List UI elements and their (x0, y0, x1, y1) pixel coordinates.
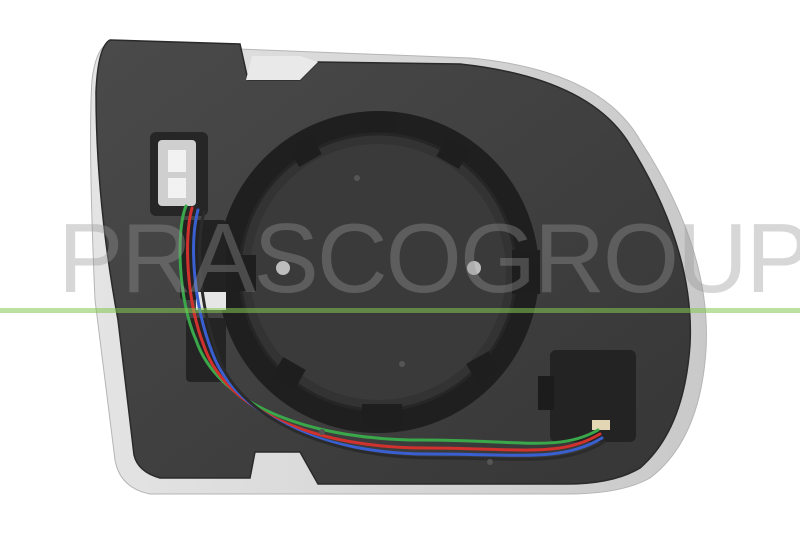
mounting-ring (217, 111, 540, 433)
top-notch (246, 56, 318, 80)
connector-block (150, 132, 226, 382)
surface-details (319, 175, 493, 465)
wiring-harness (178, 204, 606, 461)
watermark-line (0, 308, 800, 313)
heater-connector (538, 350, 636, 442)
